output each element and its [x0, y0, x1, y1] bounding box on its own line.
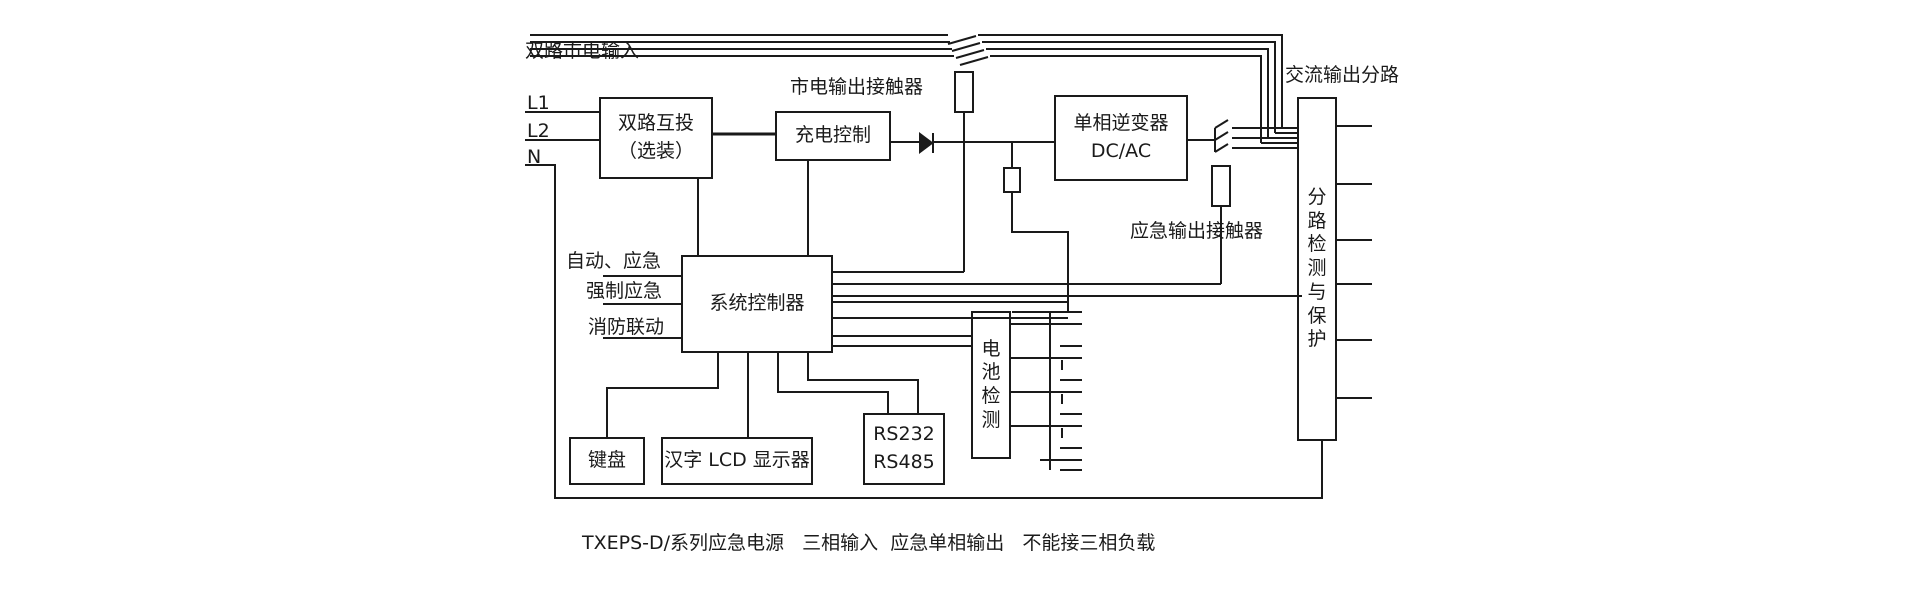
diagram-caption: TXEPS-D/系列应急电源 三相输入 应急单相输出 不能接三相负载 — [582, 532, 1156, 554]
transfer-switch-line-2: （选装） — [617, 140, 694, 162]
lcd-display-box — [661, 437, 813, 485]
l1-label: L1 — [527, 92, 550, 114]
mains-contactor-label: 市电输出接触器 — [790, 76, 924, 98]
rs232-label: RS232 — [873, 423, 935, 446]
battery-detect-label: 电 池 检 测 — [981, 337, 1001, 431]
inverter-line-1: 单相逆变器 — [1073, 112, 1169, 135]
transfer-switch-label: 双路互投 （选装） — [600, 98, 712, 178]
system-controller-label: 系统控制器 — [709, 292, 805, 315]
charge-control-label: 充电控制 — [794, 124, 871, 147]
lcd-display-label: 汉字 LCD 显示器 — [664, 449, 810, 472]
comm-ports-label: RS232 RS485 — [864, 414, 944, 484]
keyboard-label: 键盘 — [587, 449, 626, 472]
comm-ports-box — [863, 413, 945, 485]
transfer-switch-box — [599, 97, 713, 179]
l2-label: L2 — [527, 120, 550, 142]
dual-mains-label: 双路市电输入 — [525, 40, 640, 62]
inverter-line-2: DC/AC — [1090, 140, 1152, 162]
n-line — [525, 164, 1323, 499]
fire-linkage-label: 消防联动 — [588, 316, 665, 338]
sense-resistor — [1003, 167, 1021, 193]
keyboard-box — [569, 437, 645, 485]
mains-switch-blade — [947, 35, 977, 45]
ac-branches-label: 交流输出分路 — [1285, 64, 1400, 86]
charge-control-box — [775, 111, 891, 161]
branch-protect-box — [1297, 97, 1337, 441]
rs485-label: RS485 — [873, 451, 935, 473]
mains-contactor-coil — [954, 71, 974, 113]
forced-emergency-label: 强制应急 — [586, 280, 663, 302]
emergency-contactor-coil — [1211, 165, 1231, 207]
inverter-label: 单相逆变器 DC/AC — [1055, 96, 1187, 180]
branch-protect-label: 分 路 检 测 与 保 护 — [1307, 185, 1327, 351]
inverter-box — [1054, 95, 1188, 181]
transfer-switch-line-1: 双路互投 — [617, 112, 694, 135]
n-label: N — [527, 146, 542, 168]
emergency-contactor-label: 应急输出接触器 — [1130, 220, 1264, 242]
diode — [919, 132, 934, 154]
auto-emergency-label: 自动、应急 — [566, 250, 662, 272]
battery-detect-box — [971, 311, 1011, 459]
